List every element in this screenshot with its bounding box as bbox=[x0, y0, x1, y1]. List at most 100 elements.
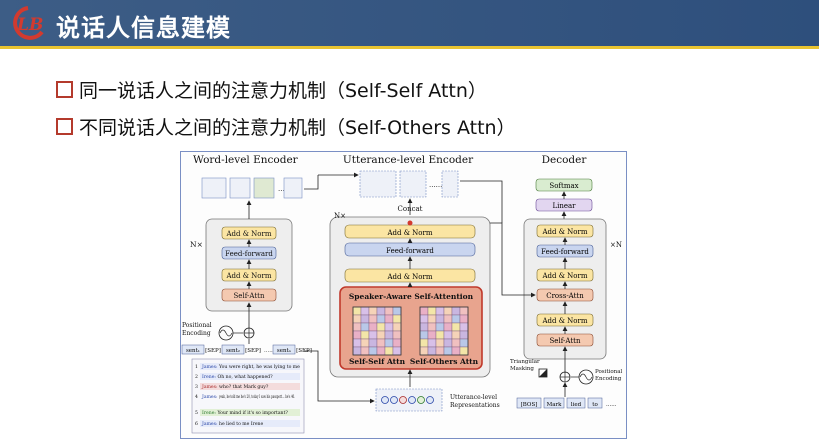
dec-add-norm-2-label: Add & Norm bbox=[541, 272, 587, 280]
attention-cell bbox=[459, 322, 469, 332]
attention-cell bbox=[435, 338, 445, 348]
attention-cell bbox=[384, 338, 394, 348]
attention-cell bbox=[376, 338, 386, 348]
decoder-softmax-label: Softmax bbox=[549, 182, 578, 190]
attention-cell bbox=[443, 330, 453, 340]
focus-dot-icon bbox=[407, 220, 413, 226]
dec-add-norm-1-label: Add & Norm bbox=[541, 228, 587, 236]
token-sent2: sent₂ bbox=[226, 348, 240, 354]
attention-cell bbox=[352, 322, 362, 332]
word-self-attn-label: Self-Attn bbox=[234, 292, 265, 300]
attention-cell bbox=[392, 330, 402, 340]
attention-cell bbox=[443, 338, 453, 348]
attention-cell bbox=[376, 346, 386, 356]
word-encoder-title: Word-level Encoder bbox=[193, 154, 299, 166]
word-add-norm-top-label: Add & Norm bbox=[225, 230, 271, 238]
word-feed-forward-label: Feed-forward bbox=[225, 250, 273, 258]
attention-cell bbox=[435, 330, 445, 340]
attention-cell bbox=[352, 314, 362, 324]
dec-token-lied: lied bbox=[571, 402, 582, 408]
word-add-norm-top bbox=[221, 226, 277, 240]
bullet-text: 不同说话人之间的注意力机制（Self-Others Attn） bbox=[79, 117, 516, 139]
decoder-linear-label: Linear bbox=[552, 202, 576, 210]
attention-cell bbox=[451, 314, 461, 324]
dialogue-index-1: 1 bbox=[195, 364, 198, 370]
attention-cell bbox=[368, 346, 378, 356]
attention-cell bbox=[459, 338, 469, 348]
attention-cell bbox=[427, 330, 437, 340]
svg-text:6: 6 bbox=[195, 421, 198, 427]
attention-cell bbox=[443, 314, 453, 324]
bullet-square-icon bbox=[56, 81, 73, 98]
dialogue-line-2: Irene: Oh no, what happened? bbox=[202, 374, 273, 380]
attention-cell bbox=[368, 330, 378, 340]
attention-cell bbox=[368, 314, 378, 324]
decoder-title: Decoder bbox=[542, 154, 588, 166]
attention-cell bbox=[435, 322, 445, 332]
attention-cell bbox=[360, 322, 370, 332]
bullet-square-icon bbox=[56, 118, 73, 135]
attention-cell bbox=[443, 346, 453, 356]
attention-cell bbox=[427, 306, 437, 316]
svg-text:2: 2 bbox=[195, 374, 198, 380]
word-add-norm-bottom-label: Add & Norm bbox=[225, 272, 271, 280]
architecture-diagram: Word-level Encoder ....... N× Add & Norm… bbox=[180, 151, 627, 439]
attention-cell bbox=[451, 330, 461, 340]
utterance-encoder-title: Utterance-level Encoder bbox=[343, 154, 474, 166]
attention-cell bbox=[419, 306, 429, 316]
dialogue-line-1: James: You were right, he was lying to m… bbox=[201, 364, 300, 370]
attention-cell bbox=[443, 306, 453, 316]
attention-cell bbox=[376, 314, 386, 324]
decoder-input-tokens: [BOS] Mark lied to ...... bbox=[516, 397, 617, 409]
attention-cell bbox=[392, 346, 402, 356]
dec-token-mark: Mark bbox=[547, 402, 563, 408]
attention-cell bbox=[427, 338, 437, 348]
attention-cell bbox=[392, 306, 402, 316]
utterance-output-vectors: ....... bbox=[359, 170, 459, 198]
attention-cell bbox=[360, 330, 370, 340]
dec-self-attn-label: Self-Attn bbox=[550, 337, 581, 345]
decoder-softmax bbox=[535, 178, 593, 192]
attention-cell bbox=[384, 322, 394, 332]
attention-cell bbox=[451, 322, 461, 332]
self-self-label: Self-Self Attn bbox=[349, 357, 406, 366]
dec-token-ellipsis: ...... bbox=[606, 402, 617, 408]
dec-cross-attn-label: Cross-Attn bbox=[546, 292, 584, 300]
dec-token-to: to bbox=[592, 402, 598, 408]
dialogue-line-4: James: yeah, he told me he's 20, today I… bbox=[201, 394, 295, 400]
svg-text:4: 4 bbox=[195, 394, 198, 400]
header-accent-line bbox=[0, 46, 819, 49]
attention-cell bbox=[419, 346, 429, 356]
attention-cell bbox=[376, 322, 386, 332]
attention-cell bbox=[384, 306, 394, 316]
attention-cell bbox=[360, 306, 370, 316]
attention-matrix-frame bbox=[352, 306, 402, 356]
svg-text:3: 3 bbox=[195, 384, 198, 390]
self-others-label: Self-Others Attn bbox=[410, 357, 479, 366]
attention-cell bbox=[384, 314, 394, 324]
page-title: 说话人信息建模 bbox=[56, 14, 231, 42]
attention-cell bbox=[352, 330, 362, 340]
utt-feed-forward-label: Feed-forward bbox=[386, 247, 434, 255]
bullet-text: 同一说话人之间的注意力机制（Self-Self Attn） bbox=[79, 80, 487, 102]
attention-cell bbox=[427, 346, 437, 356]
svg-text:5: 5 bbox=[195, 410, 198, 416]
dialogue-line-3: James: who? that Mark guy? bbox=[201, 384, 269, 390]
attention-cell bbox=[368, 306, 378, 316]
attention-cell bbox=[451, 346, 461, 356]
dec-feed-forward-label: Feed-forward bbox=[541, 248, 589, 256]
attention-cell bbox=[368, 322, 378, 332]
utterance-representations bbox=[375, 388, 443, 412]
decoder-nx: ×N bbox=[610, 241, 622, 249]
attention-cell bbox=[451, 338, 461, 348]
token-sep1: [SEP] bbox=[205, 348, 221, 354]
attention-cell bbox=[392, 314, 402, 324]
dialogue-line-5: Irene: Your mind if it's so important? bbox=[202, 410, 288, 416]
attention-cell bbox=[419, 338, 429, 348]
attention-cell bbox=[352, 338, 362, 348]
attention-cell bbox=[419, 330, 429, 340]
word-output-vectors: ....... bbox=[201, 177, 303, 199]
attention-cell bbox=[427, 322, 437, 332]
